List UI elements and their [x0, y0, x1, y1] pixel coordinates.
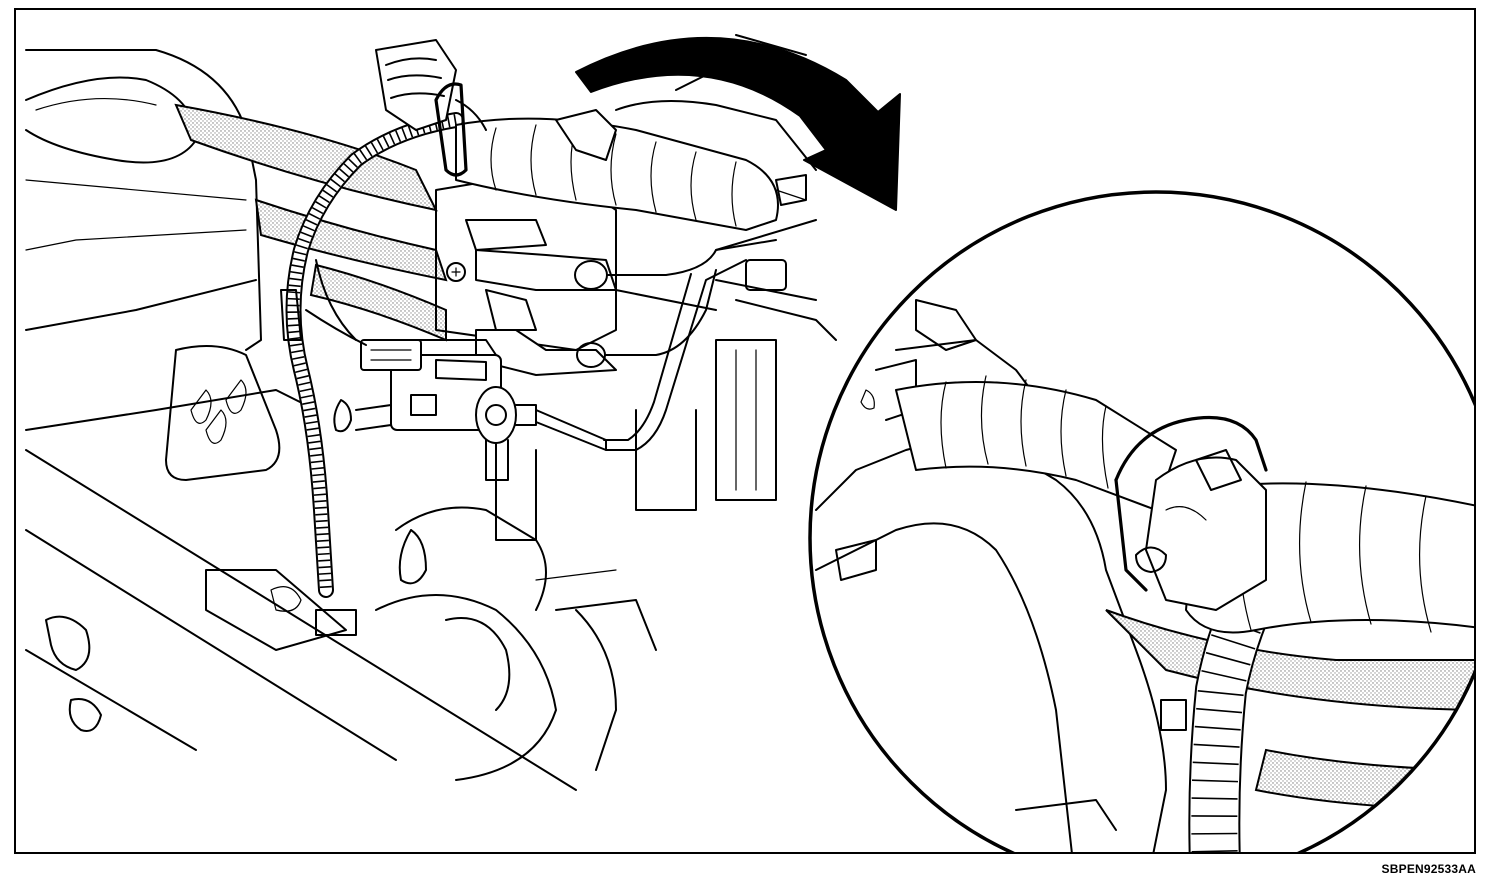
clamped-hose	[375, 34, 817, 231]
figure-frame	[14, 8, 1476, 854]
engine-bay-main-view	[25, 34, 901, 791]
fluid-reservoir	[25, 49, 279, 351]
upper-coolant-hose	[174, 103, 448, 342]
valve-assembly	[435, 169, 837, 451]
purge-solenoid-valve	[305, 309, 607, 481]
detail-magnifier-circle	[808, 190, 1474, 852]
wiring-harness-conduit	[280, 112, 464, 598]
curved-arrow-icon	[575, 37, 901, 211]
engine-block	[25, 339, 777, 791]
engine-bay-illustration	[25, 34, 1474, 852]
figure-code-label: SBPEN92533AA	[1381, 862, 1476, 876]
